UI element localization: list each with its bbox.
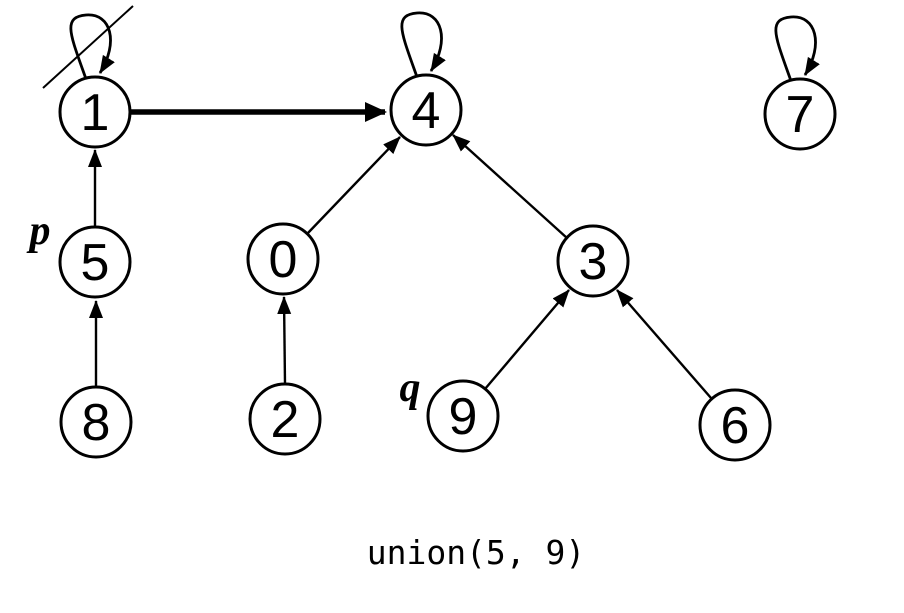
node-8: 8: [59, 385, 133, 459]
node-2-circle: [248, 382, 322, 456]
self-loop-node-1: [42, 5, 134, 89]
node-7-circle: [763, 77, 837, 151]
node-9-label: 9: [449, 388, 478, 446]
operation-caption: union(5, 9): [367, 533, 586, 572]
edge-0-to-4: [306, 136, 401, 235]
node-6-circle: [698, 388, 772, 462]
node-7: 7: [763, 77, 837, 151]
edge-3-to-4: [452, 134, 568, 239]
self-loop-node-7: [774, 15, 820, 82]
node-0-label: 0: [269, 231, 298, 289]
edge-9-to-3: [484, 289, 570, 390]
node-8-label: 8: [82, 394, 111, 452]
pointer-label-p: p: [27, 208, 51, 254]
node-1-label: 1: [81, 84, 110, 142]
node-1: 1: [58, 75, 132, 149]
self-loop-strikethrough-icon: [42, 5, 134, 89]
self-loop-node-4: [400, 11, 446, 78]
node-6: 6: [698, 388, 772, 462]
node-8-circle: [59, 385, 133, 459]
pointer-label-q: q: [400, 365, 421, 411]
node-1-circle: [58, 75, 132, 149]
node-0-circle: [246, 222, 320, 296]
node-4: 4: [389, 73, 463, 147]
node-5-highlighted: 5: [58, 225, 132, 299]
node-0: 0: [246, 222, 320, 296]
node-5-circle: [58, 225, 132, 299]
node-2-label: 2: [271, 391, 300, 449]
node-9-circle: [426, 379, 500, 453]
node-6-label: 6: [721, 397, 750, 455]
node-3: 3: [556, 224, 630, 298]
node-4-label: 4: [412, 82, 441, 140]
node-9-highlighted: 9: [426, 379, 500, 453]
node-7-label: 7: [786, 86, 815, 144]
edge-6-to-3: [616, 289, 712, 399]
node-3-circle: [556, 224, 630, 298]
node-2: 2: [248, 382, 322, 456]
node-4-circle: [389, 73, 463, 147]
node-5-label: 5: [81, 234, 110, 292]
node-3-label: 3: [579, 233, 608, 291]
edge-2-to-0: [277, 296, 292, 385]
